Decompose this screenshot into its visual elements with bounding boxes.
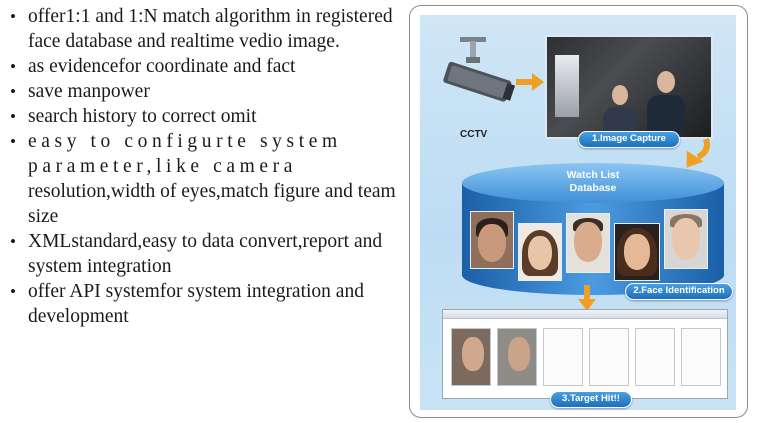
watchlist-face-photo (518, 223, 562, 281)
bullet-text-continued: resolution,width of eyes,match figure an… (28, 181, 396, 227)
captured-frame-image (545, 35, 713, 139)
step-image-capture-label: 1.Image Capture (578, 131, 680, 148)
result-empty-slot (589, 328, 629, 386)
step-face-identification-label: 2.Face Identification (625, 283, 733, 300)
step-target-hit-label: 3.Target Hit!! (550, 391, 632, 408)
result-match-photo (497, 328, 537, 386)
watchlist-face-photo (614, 223, 660, 281)
watchlist-face-photo (566, 213, 610, 273)
bullet-text: save manpower (28, 81, 150, 102)
arrow-right-icon (516, 73, 544, 91)
cctv-camera-icon (443, 37, 516, 102)
feature-bullet-list: offer1:1 and 1:N match algorithm in regi… (8, 4, 398, 329)
watchlist-face-photo (470, 211, 514, 269)
watchlist-face-photo (664, 209, 708, 269)
bullet-item: search history to correct omit (8, 104, 398, 129)
bullet-text: XMLstandard,easy to data convert,report … (28, 231, 383, 277)
database-title-line-2: Database (569, 182, 617, 194)
bullet-text: offer1:1 and 1:N match algorithm in regi… (28, 6, 393, 52)
bullet-text: search history to correct omit (28, 106, 257, 127)
result-window-titlebar (443, 310, 727, 319)
face-recognition-diagram: CCTV 1.Image Capture Watch (409, 5, 748, 418)
bullet-text: as evidencefor coordinate and fact (28, 56, 296, 77)
arrow-curved-down-icon (686, 138, 710, 168)
match-result-window (442, 309, 728, 399)
result-empty-slot (543, 328, 583, 386)
bullet-item: XMLstandard,easy to data convert,report … (8, 229, 398, 279)
bullet-item: easy to configurte system parameter,like… (8, 129, 398, 229)
bullet-item: as evidencefor coordinate and fact (8, 54, 398, 79)
cctv-label: CCTV (460, 129, 488, 140)
diagram-background: CCTV 1.Image Capture Watch (420, 15, 736, 410)
bullet-text: offer API systemfor system integration a… (28, 281, 364, 327)
database-title: Watch List Database (462, 169, 724, 195)
bullet-item: offer API systemfor system integration a… (8, 279, 398, 329)
database-title-line-1: Watch List (566, 169, 620, 181)
bullet-item: offer1:1 and 1:N match algorithm in regi… (8, 4, 398, 54)
arrow-down-icon (578, 285, 596, 311)
watch-list-database: Watch List Database (462, 163, 724, 295)
result-empty-slot (681, 328, 721, 386)
bullet-item: save manpower (8, 79, 398, 104)
bullet-text: easy to configurte system parameter,like… (28, 131, 342, 177)
result-empty-slot (635, 328, 675, 386)
result-match-photo (451, 328, 491, 386)
